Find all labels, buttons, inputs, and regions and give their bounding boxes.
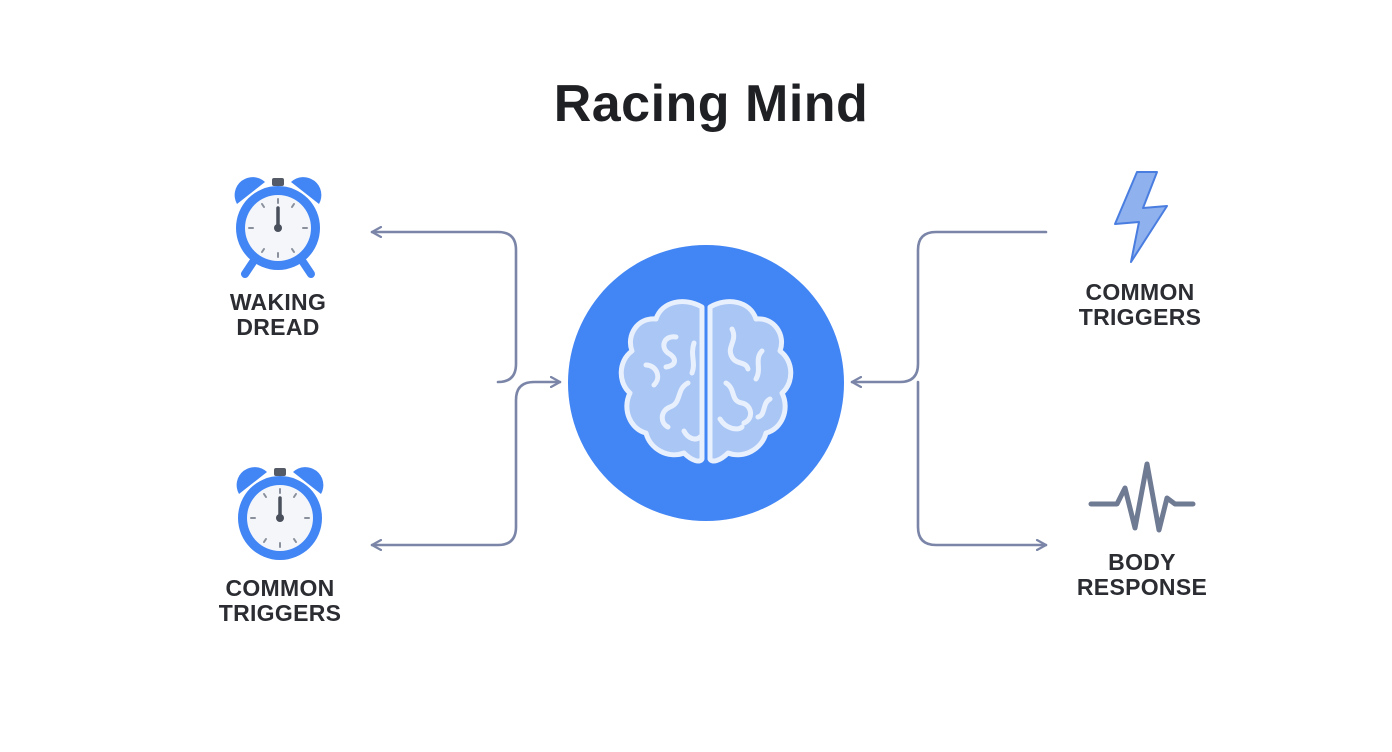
node-label: WAKING DREAD: [229, 289, 327, 340]
node-label: BODY RESPONSE: [1076, 549, 1208, 600]
connector-top-left: [370, 232, 518, 384]
alarm-clock-icon: [234, 177, 322, 278]
heartbeat-icon: [1088, 461, 1196, 533]
center-brain-node: [568, 245, 844, 521]
node-common-triggers-left: COMMON TRIGGERS: [170, 460, 390, 626]
diagram-title: Racing Mind: [553, 75, 869, 133]
node-body-response: BODY RESPONSE: [1032, 458, 1252, 600]
connector-bottom-right: [916, 380, 1048, 545]
alarm-clock-icon: [236, 467, 324, 560]
connector-bottom-left: [370, 382, 562, 545]
brain-icon: [618, 299, 794, 464]
lightning-icon: [1114, 171, 1168, 263]
node-label: COMMON TRIGGERS: [218, 575, 342, 626]
node-label: COMMON TRIGGERS: [1078, 279, 1202, 330]
connector-top-right: [850, 230, 1048, 382]
node-common-triggers-right: COMMON TRIGGERS: [1030, 168, 1250, 330]
node-waking-dread: WAKING DREAD: [168, 170, 388, 340]
